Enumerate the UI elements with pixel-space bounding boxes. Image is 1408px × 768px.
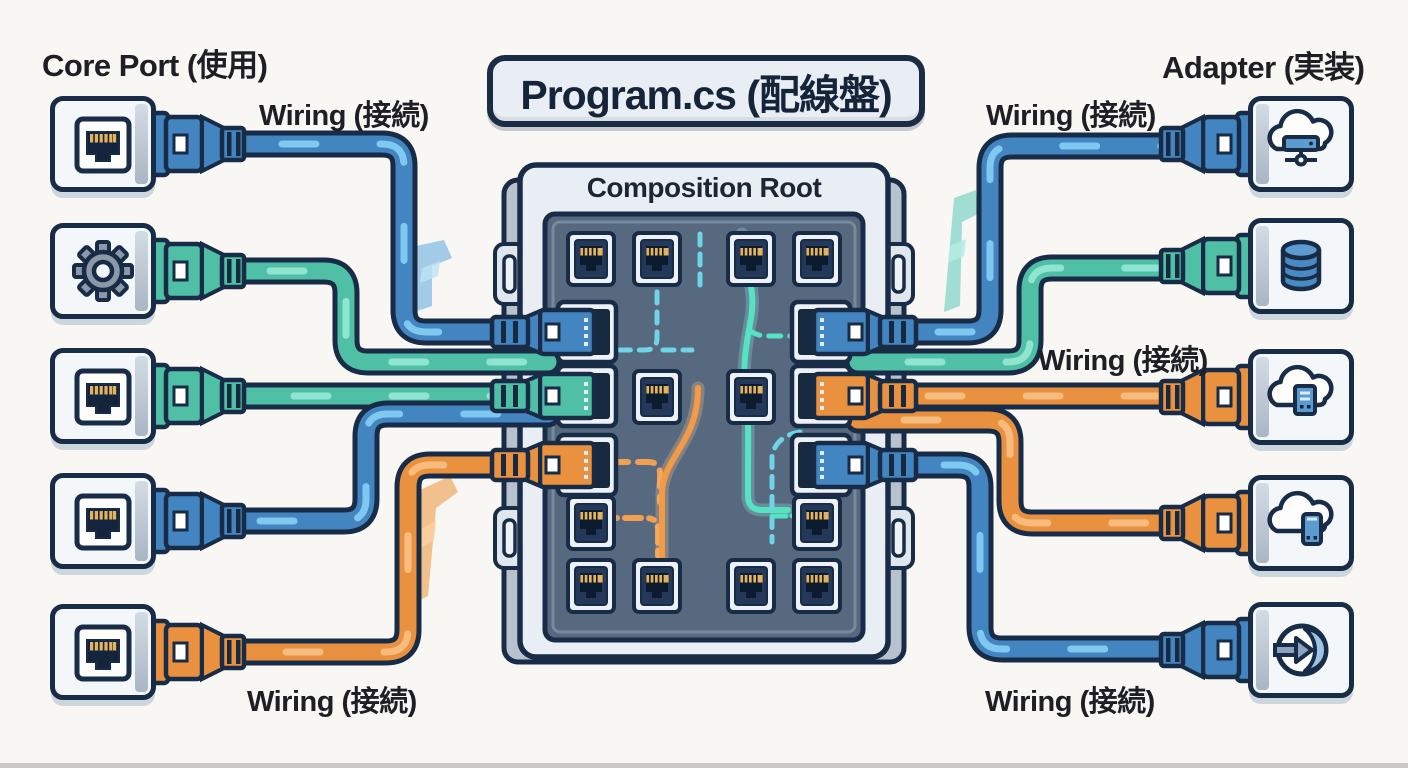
cable-right-1 bbox=[894, 132, 1180, 346]
cloud-document-icon bbox=[1267, 364, 1334, 416]
database-icon bbox=[1280, 239, 1322, 292]
box-edge bbox=[135, 481, 148, 561]
cable-right-2 bbox=[844, 254, 1180, 376]
cloud-mobile-icon bbox=[1267, 490, 1334, 546]
adapter-box-3 bbox=[1248, 349, 1354, 445]
cable-right-4 bbox=[844, 406, 1180, 537]
cable-left-2 bbox=[228, 257, 562, 376]
cloud-server-icon bbox=[1267, 109, 1334, 167]
box-edge bbox=[1256, 104, 1269, 184]
ethernet-jack-icon bbox=[74, 368, 132, 426]
core-port-label: Core Port (使用) bbox=[42, 48, 268, 83]
box-edge bbox=[135, 231, 148, 311]
cable-left-1 bbox=[228, 130, 514, 346]
gear-icon bbox=[72, 240, 134, 302]
adapter-label: Adapter (実装) bbox=[1162, 50, 1365, 85]
bottom-edge-strip bbox=[0, 763, 1408, 768]
core-port-box-4 bbox=[50, 473, 156, 569]
wiring-label-bottom-left: Wiring (接続) bbox=[247, 686, 417, 718]
decorative-chevrons bbox=[412, 190, 978, 604]
ethernet-jack-icon bbox=[74, 493, 132, 551]
wiring-label-mid-right: Wiring (接続) bbox=[1038, 345, 1208, 377]
cable-left-5 bbox=[228, 451, 514, 666]
core-port-box-2 bbox=[50, 223, 156, 319]
title-plate: Program.cs (配線盤) bbox=[487, 55, 925, 127]
box-edge bbox=[1256, 610, 1269, 690]
box-edge bbox=[1256, 483, 1269, 563]
adapter-box-1 bbox=[1248, 96, 1354, 192]
composition-root-title: Composition Root bbox=[586, 172, 822, 203]
cable-left-4 bbox=[228, 400, 562, 535]
core-port-box-5 bbox=[50, 604, 156, 700]
cable-right-5 bbox=[894, 451, 1180, 663]
wiring-label-top-right: Wiring (接続) bbox=[986, 100, 1156, 132]
box-edge bbox=[135, 104, 148, 184]
core-port-box-3 bbox=[50, 348, 156, 444]
wiring-label-top-left: Wiring (接続) bbox=[259, 100, 429, 132]
box-edge bbox=[135, 612, 148, 692]
box-edge bbox=[1256, 357, 1269, 437]
ethernet-jack-icon bbox=[74, 116, 132, 174]
adapter-box-4 bbox=[1248, 475, 1354, 571]
cables bbox=[228, 130, 1180, 666]
box-edge bbox=[1256, 226, 1269, 306]
adapter-box-5 bbox=[1248, 602, 1354, 698]
box-edge bbox=[135, 356, 148, 436]
composition-root-panel bbox=[493, 162, 915, 665]
core-port-box-1 bbox=[50, 96, 156, 192]
wiring-label-bottom-right: Wiring (接続) bbox=[985, 686, 1155, 718]
ethernet-jack-icon bbox=[74, 624, 132, 682]
sign-in-arrow-icon bbox=[1273, 623, 1329, 677]
adapter-box-2 bbox=[1248, 218, 1354, 314]
page-title: Program.cs (配線盤) bbox=[520, 72, 892, 118]
